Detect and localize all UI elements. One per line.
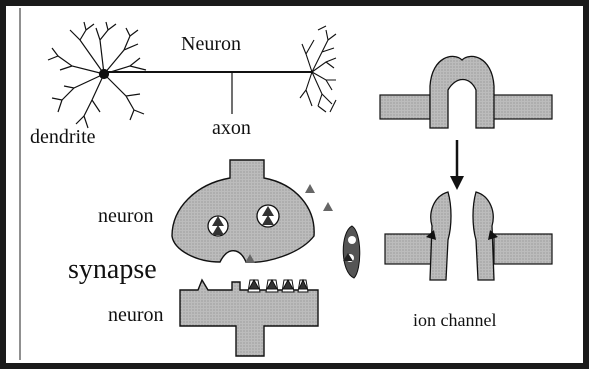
axon-label: axon bbox=[212, 117, 251, 139]
receptor-icon bbox=[248, 280, 308, 292]
neuron-title-label: Neuron bbox=[181, 33, 241, 55]
synapse-label: synapse bbox=[68, 254, 157, 285]
ion-channel-label: ion channel bbox=[413, 310, 496, 330]
arrow-down-icon bbox=[450, 140, 464, 190]
ion-channel-icon bbox=[380, 56, 552, 280]
neuron-lower-label: neuron bbox=[108, 304, 164, 326]
presynaptic-terminal bbox=[172, 160, 314, 262]
synapse-icon bbox=[172, 160, 360, 356]
neuron-cell-icon bbox=[48, 22, 312, 128]
dendrite-label: dendrite bbox=[30, 126, 96, 148]
axon-terminal-icon bbox=[300, 26, 336, 112]
neuron-upper-label: neuron bbox=[98, 205, 154, 227]
transporter-icon bbox=[343, 226, 360, 278]
